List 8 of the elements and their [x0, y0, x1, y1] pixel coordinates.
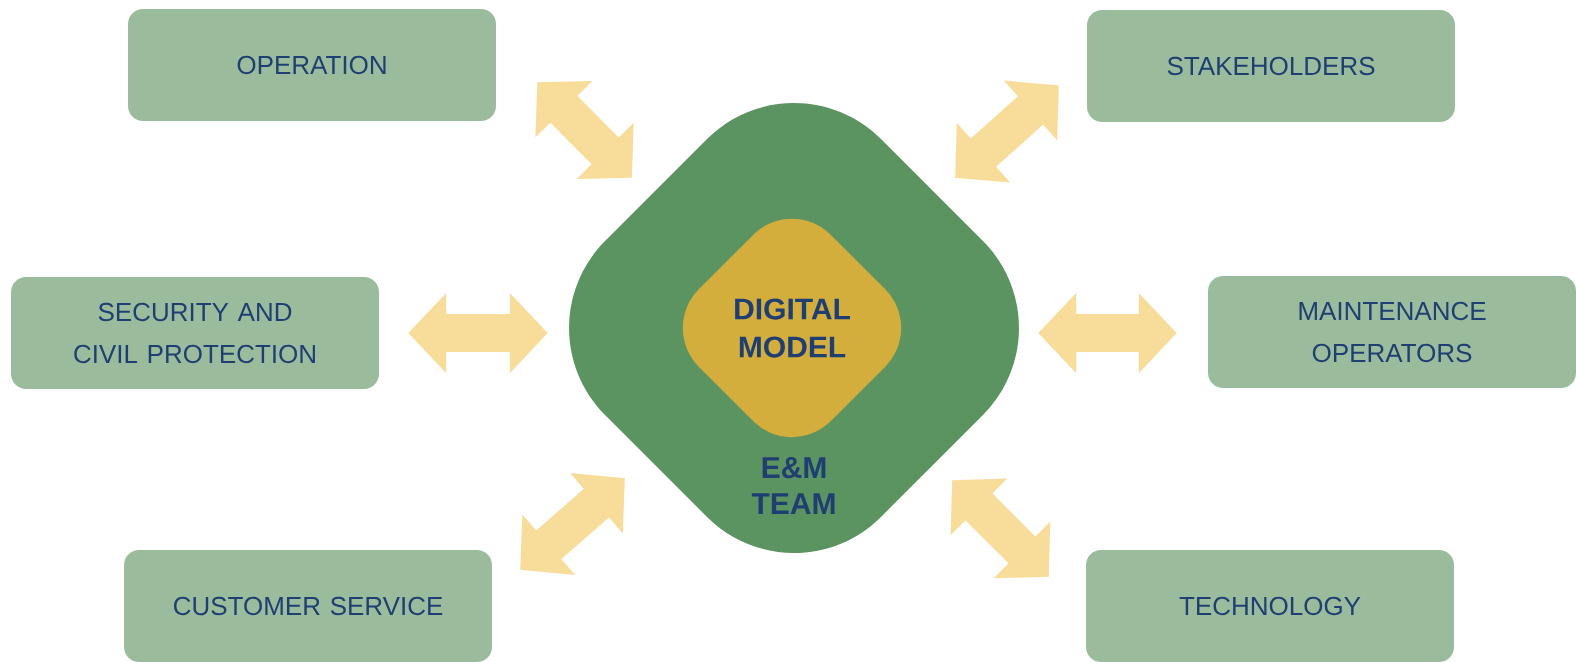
- group-box: OPERATION: [128, 9, 496, 121]
- double-arrow: [520, 472, 625, 575]
- group-box: SECURITY AND CIVIL PROTECTION: [11, 277, 379, 389]
- group-box: CUSTOMER SERVICE: [124, 550, 492, 662]
- group-box: MAINTENANCE OPERATORS: [1208, 276, 1576, 388]
- group-box: TECHNOLOGY: [1086, 550, 1454, 662]
- group-box: STAKEHOLDERS: [1087, 10, 1455, 122]
- double-arrow: [955, 80, 1059, 183]
